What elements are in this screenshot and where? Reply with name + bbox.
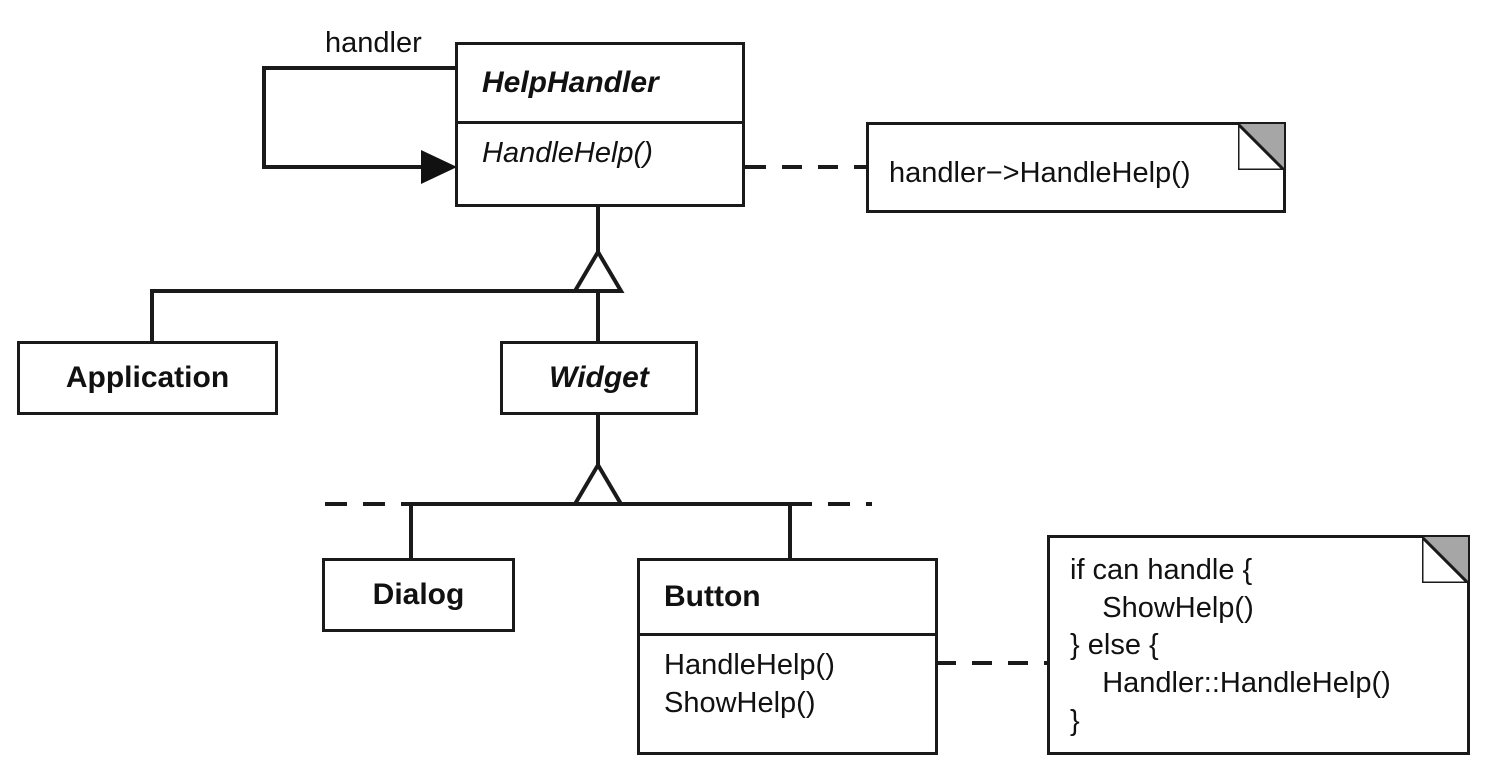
class-box-helphandler[interactable]: HelpHandler HandleHelp() xyxy=(455,42,745,207)
class-name-application: Application xyxy=(65,361,230,394)
class-name-helphandler: HelpHandler xyxy=(482,66,659,99)
association-label-handler: handler xyxy=(325,27,422,59)
generalization-widget xyxy=(325,415,872,558)
operation-handlehelp: HandleHelp() xyxy=(664,649,835,681)
class-operations-helphandler: HandleHelp() xyxy=(458,121,742,182)
class-name-widget: Widget xyxy=(549,361,649,394)
note-handler-call-text: handler−>HandleHelp() xyxy=(889,157,1191,189)
code-line-4: Handler::HandleHelp() xyxy=(1070,667,1391,700)
class-box-widget[interactable]: Widget xyxy=(500,341,698,415)
note-button-code-text: if can handle { ShowHelp() } else { Hand… xyxy=(1050,538,1467,740)
code-line-3: } else { xyxy=(1070,629,1159,662)
generalization-helphandler xyxy=(150,207,625,341)
class-name-dialog: Dialog xyxy=(372,578,465,611)
operation-handlehelp: HandleHelp() xyxy=(482,137,653,169)
code-line-5: } xyxy=(1070,704,1080,737)
code-line-1: if can handle { xyxy=(1070,554,1253,586)
class-operations-button: HandleHelp() ShowHelp() xyxy=(640,633,935,733)
self-association-handler xyxy=(262,66,457,184)
note-button-code[interactable]: if can handle { ShowHelp() } else { Hand… xyxy=(1047,535,1470,755)
code-line-2: ShowHelp() xyxy=(1070,591,1254,624)
operation-showhelp: ShowHelp() xyxy=(664,687,816,720)
class-box-application[interactable]: Application xyxy=(17,341,278,415)
class-name-button: Button xyxy=(664,580,761,613)
class-box-button[interactable]: Button HandleHelp() ShowHelp() xyxy=(637,558,938,755)
note-handler-call[interactable]: handler−>HandleHelp() xyxy=(866,122,1286,213)
class-box-dialog[interactable]: Dialog xyxy=(322,558,515,632)
